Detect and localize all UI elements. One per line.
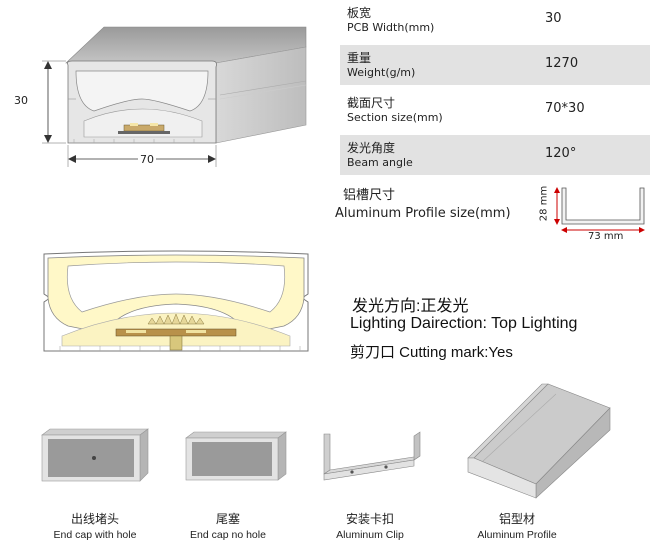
- lighting-cross-section: [40, 250, 312, 355]
- spec-value: 70*30: [545, 101, 585, 116]
- accessory-cn-profile: 铝型材: [498, 512, 535, 526]
- spec-label-en: PCB Width(mm): [347, 21, 435, 34]
- spec-row-pcb-width: 板宽 PCB Width(mm) 30: [340, 0, 650, 40]
- accessory-cn-end-cap-hole: 出线堵头: [70, 512, 119, 526]
- spec-row-weight: 重量 Weight(g/m) 1270: [340, 45, 650, 85]
- spec-row-section-size: 截面尺寸 Section size(mm) 70*30: [340, 90, 650, 130]
- aluminum-size-label-en: Aluminum Profile size(mm): [335, 206, 511, 221]
- accessory-en-end-cap-no-hole: End cap no hole: [190, 529, 266, 541]
- spec-row-beam-angle: 发光角度 Beam angle 120°: [340, 135, 650, 175]
- height-dimension-label: 30: [14, 94, 28, 107]
- accessory-en-clip: Aluminum Clip: [336, 529, 404, 541]
- spec-label-en: Weight(g/m): [347, 66, 416, 79]
- aluminum-clip-image: [316, 430, 428, 492]
- aluminum-profile-image: [462, 380, 612, 500]
- spec-label-en: Section size(mm): [347, 111, 443, 124]
- cutting-mark: 剪刀口 Cutting mark:Yes: [350, 344, 513, 361]
- accessory-cn-clip: 安装卡扣: [345, 512, 394, 526]
- accessory-cn-end-cap-no-hole: 尾塞: [215, 512, 240, 526]
- spec-value: 30: [545, 11, 562, 26]
- spec-label-cn: 重量: [347, 51, 372, 65]
- aluminum-size-label-cn: 铝槽尺寸: [343, 188, 396, 203]
- spec-value: 120°: [545, 146, 577, 161]
- lighting-direction-cn: 发光方向:正发光: [352, 298, 469, 315]
- accessory-en-profile: Aluminum Profile: [477, 529, 557, 541]
- spec-label-en: Beam angle: [347, 156, 413, 169]
- aluminum-channel-diagram: 28 mm 73 mm: [538, 180, 648, 242]
- profile-3d-drawing: 30 70: [14, 25, 308, 180]
- spec-label-cn: 板宽: [347, 6, 372, 20]
- spec-label-cn: 截面尺寸: [347, 96, 396, 110]
- end-cap-with-hole-image: [36, 425, 154, 487]
- spec-label-cn: 发光角度: [347, 141, 396, 155]
- accessory-en-end-cap-hole: End cap with hole: [53, 529, 137, 541]
- channel-height-label: 28 mm: [538, 185, 550, 222]
- end-cap-no-hole-image: [180, 428, 290, 486]
- width-dimension-label: 70: [138, 153, 156, 166]
- spec-value: 1270: [545, 56, 579, 71]
- channel-width-label: 73 mm: [588, 231, 624, 242]
- lighting-direction-en: Lighting Dairection: Top Lighting: [350, 315, 578, 332]
